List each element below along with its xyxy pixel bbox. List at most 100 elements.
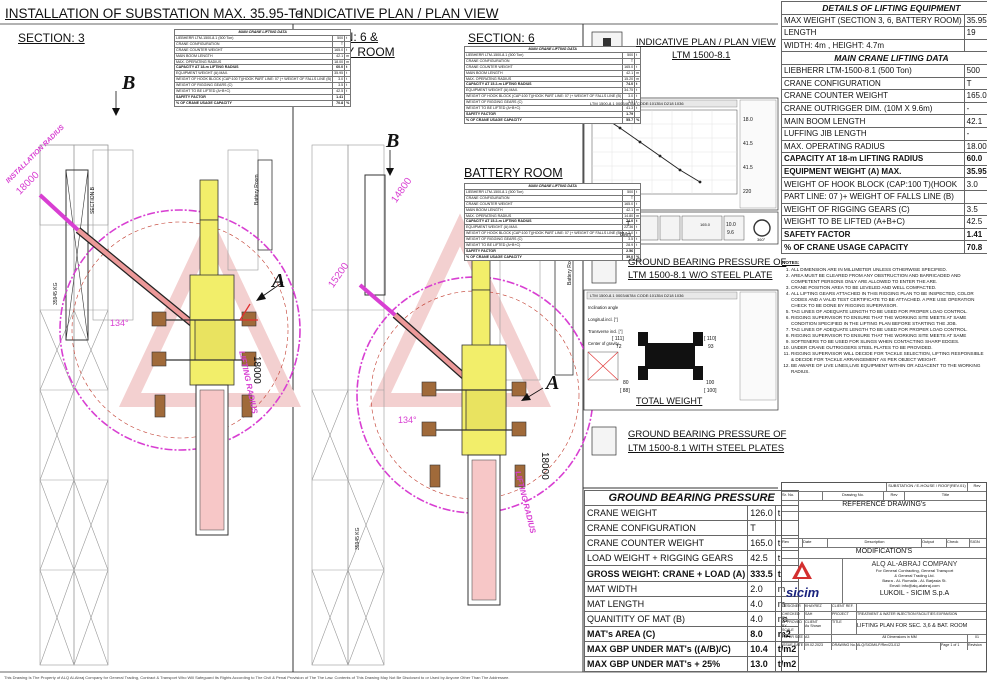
row-label: QUANITITY OF MAT (B)	[583, 610, 749, 627]
row-value	[963, 189, 987, 204]
value-100: 100	[706, 380, 715, 386]
designer-value: KHAYREZ	[805, 604, 832, 611]
row-value: 1.41	[963, 227, 987, 242]
paper-label: PAPER SIZE	[782, 635, 805, 642]
issue-value: 09.02.2023	[805, 643, 832, 650]
row-value: 333.5	[747, 565, 776, 582]
row-unit: %	[634, 253, 642, 261]
table-row: WEIGHT OF HOOK BLOCK (CAP:100 T)(HOOK PA…	[463, 93, 642, 101]
row-label: CRANE WEIGHT	[583, 505, 749, 522]
ref-line: SUBSTATION / E-HOUSE / ROOF(REV.01)	[887, 483, 968, 491]
note-item: SOFTENERS TO BE USED FOR SLINGS WHEN CON…	[791, 339, 985, 345]
row-label: MAX. OPERATING RADIUS	[781, 139, 965, 154]
value-80: 80	[623, 380, 629, 386]
ref-rev: Rev	[973, 483, 981, 488]
row-value: 34.75	[622, 87, 636, 95]
row-value: 60.0	[963, 152, 987, 166]
row-label: MAX GBP UNDER MAT's + 25%	[583, 656, 749, 673]
section-6-crane-data-table: MAIN CRANE LIFTING DATA LIEBHERR LTM-150…	[463, 46, 642, 124]
table-row: CRANE OUTRIGGER DIM. (10M X 9.6m)-m	[781, 101, 987, 116]
row-label: GROSS WEIGHT: CRANE + LOAD (A)	[583, 565, 749, 582]
row-value: 4.0	[747, 610, 776, 627]
row-label: EQUIPMENT WEIGHT (A) MAX.	[781, 164, 965, 179]
mod-date: Date	[803, 539, 828, 547]
bottom-weight: 165.0	[700, 222, 711, 227]
alq-logo-icon	[792, 561, 812, 579]
row-value: 3.5	[963, 202, 987, 217]
row-value: 42.5	[963, 215, 987, 229]
mod-output: Output	[922, 539, 947, 547]
row-value: 165.0	[332, 46, 346, 54]
section-a-marker-2: A	[546, 372, 560, 394]
kg-label-b: 35945 KG	[355, 527, 361, 550]
dims-value: All Dimensions in MM	[832, 635, 968, 642]
row-label: MAT WIDTH	[583, 580, 749, 597]
title-left: INSTALLATION OF SUBSTATION MAX. 35.95-Te	[5, 6, 303, 21]
approved-label: APPROVED BY	[782, 620, 802, 628]
row-label: CRANE COUNTER WEIGHT	[583, 535, 749, 552]
row-value: 2.0	[747, 580, 776, 597]
row-label: WEIGHT OF HOOK BLOCK (CAP:100 T)(HOOK PA…	[463, 93, 624, 101]
note-item: CRANE POSITION AREA TO BE LEVELED AND WE…	[791, 285, 985, 291]
row-value: 19	[963, 26, 987, 40]
row-label: CAPACITY AT 18-m LIFTING RADIUS	[781, 152, 965, 166]
row-label: WEIGHT OF HOOK BLOCK (CAP:100 T)(HOOK	[781, 177, 965, 191]
revision-value: Revision	[968, 643, 982, 647]
battery-room-title: BATTERY ROOM	[464, 166, 563, 180]
row-value: 18.00	[963, 139, 987, 154]
table-row: LUFFING JIB LENGTH-	[781, 126, 987, 141]
bottom-config: T	[626, 221, 631, 228]
ref-r: Rev	[884, 492, 905, 500]
table-row: WEIGHT OF HOOK BLOCK (CAP:100 T)(HOOK PA…	[463, 230, 642, 238]
table-row: WEIGHT OF RIGGING GEARS (C)3.5t	[781, 202, 987, 217]
value-100b: [ 100]	[704, 388, 717, 394]
row-value: 500	[963, 63, 987, 78]
company-logos: sicim	[782, 559, 843, 603]
row-value: 165.0	[622, 63, 636, 71]
row-label: CRANE OUTRIGGER DIM. (10M X 9.6m)	[781, 101, 965, 116]
row-value: T	[747, 520, 776, 537]
reference-drawings: REFERENCE DRAWING's	[782, 501, 986, 512]
plan-view-subtitle: LTM 1500-8.1	[672, 50, 731, 61]
note-item: ALL LIFTING GEARS ATTACHED IN THIS RIGGI…	[791, 291, 985, 309]
mod-check: Check	[947, 539, 970, 547]
row-label: % OF CRANE USAGE CAPACITY	[173, 99, 334, 107]
note-item: UNDER CRANE OUTRIGGERS STEEL PLATES TO B…	[791, 345, 985, 351]
row-value: 165.0	[963, 89, 987, 103]
row-label: % OF CRANE USAGE CAPACITY	[463, 116, 624, 124]
value-110: [ 110]	[704, 336, 717, 342]
spec-table-title: DETAILS OF LIFTING EQUIPMENT	[781, 1, 987, 15]
mod-desc: Description	[828, 539, 922, 547]
spec-top-body: MAX WEIGHT (SECTION 3, 6, BATTERY ROOM)3…	[781, 13, 987, 53]
company-sub1: For General Contracting, General Transpo…	[875, 568, 954, 573]
company-name: ALQ AL-ABRAJ COMPANY	[871, 561, 958, 568]
row-label: % OF CRANE USAGE CAPACITY	[781, 240, 965, 254]
lifting-18000-label-2: 18000	[539, 452, 550, 480]
note-item: RIGGING SUPERVISOR TO ENSURE THAT THE WO…	[791, 333, 985, 339]
company-sub3: Basra - Al- Rumaila - Al- Barjasia St.	[882, 578, 947, 583]
row-label: % OF CRANE USAGE CAPACITY	[463, 253, 624, 261]
footer-disclaimer: This Drawing Is The Property of ALQ Al-A…	[4, 675, 510, 680]
spec-main-body: LIEBHERR LTM-1500-8.1 (500 Ton)500tCRANE…	[781, 63, 987, 254]
client-ref-label: CLIENT REF.	[832, 604, 857, 611]
total-weight-label: TOTAL WEIGHT	[636, 396, 703, 406]
paper-value: A3	[805, 635, 832, 642]
ref-sr	[782, 483, 887, 491]
client-ref-value	[857, 604, 986, 611]
battery-room-text: Battery Room	[254, 174, 260, 205]
bottom-length: 8Mm	[620, 232, 632, 238]
lifting-equipment-table: DETAILS OF LIFTING EQUIPMENT MAX WEIGHT …	[781, 1, 987, 254]
dwg-value: ALQ/SICIM/LP/Rev/23-012	[857, 643, 941, 650]
